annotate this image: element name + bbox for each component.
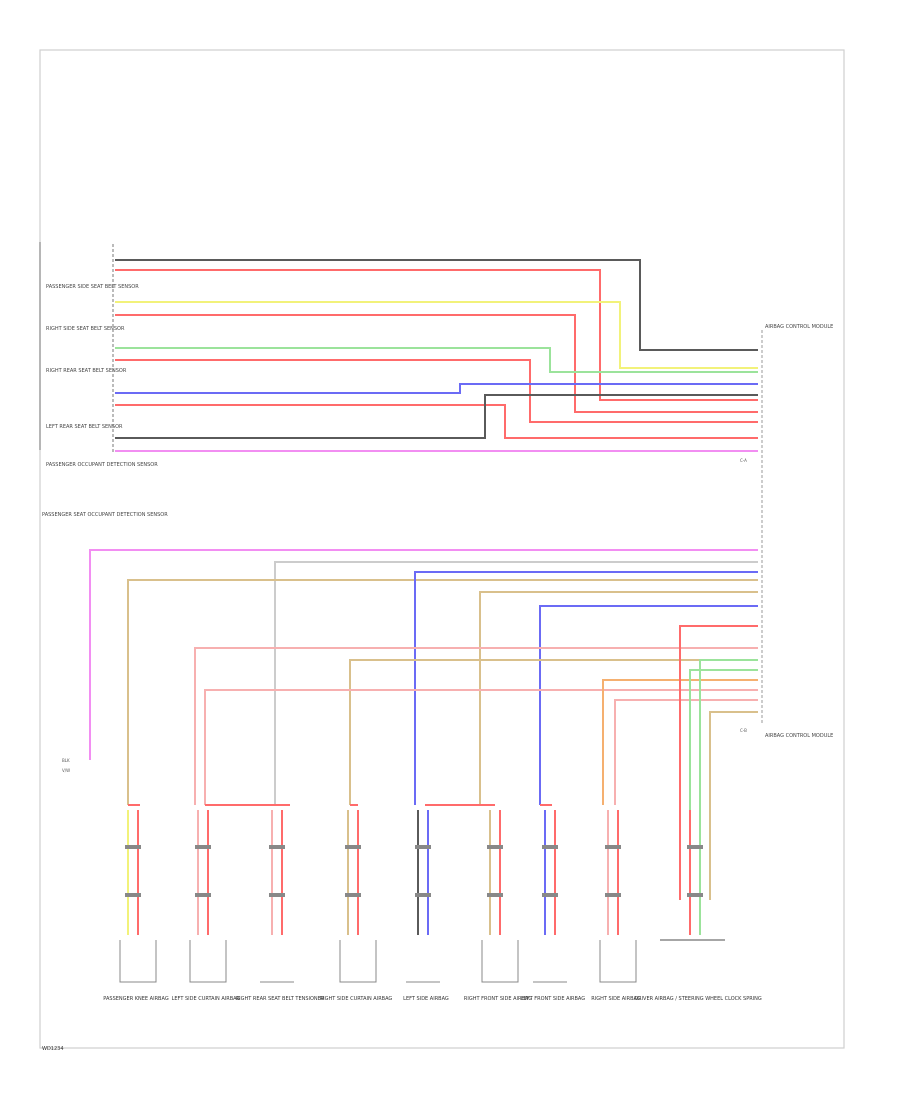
sensor-2-box — [189, 940, 227, 983]
sensor-4: RIGHT SIDE CURTAIN AIRBAG — [320, 810, 393, 1002]
sensor-7-connector — [542, 893, 558, 897]
lower-wire-10 — [614, 699, 758, 805]
diagram-frame — [39, 49, 845, 1049]
lower-wire-11 — [602, 679, 758, 805]
airbag-control-module: AIRBAG CONTROL MODULE C-A C-B AIRBAG CON… — [740, 324, 833, 739]
sensor-1-box — [119, 940, 157, 983]
sensor-5-label: LEFT SIDE AIRBAG — [403, 996, 449, 1002]
left-connector: BLK V/W — [62, 758, 70, 773]
sensor-9-label: DRIVER AIRBAG / STEERING WHEEL CLOCK SPR… — [634, 996, 762, 1002]
lower-wire-5 — [479, 591, 758, 805]
sensor-1-label: PASSENGER KNEE AIRBAG — [103, 996, 169, 1002]
top-connector-label-2: RIGHT SIDE SEAT BELT SENSOR — [46, 326, 125, 332]
top-connector-label-5: PASSENGER OCCUPANT DETECTION SENSOR — [46, 462, 158, 468]
lower-wire-8 — [349, 659, 758, 805]
sensor-7-label: LEFT FRONT SIDE AIRBAG — [521, 996, 585, 1002]
upper-wire-8 — [115, 404, 758, 439]
upper-wire-3 — [115, 301, 758, 369]
sensor-4-label: RIGHT SIDE CURTAIN AIRBAG — [320, 996, 393, 1002]
left-connector-pin-1: BLK — [62, 758, 70, 763]
top-connector-label-3: RIGHT REAR SEAT BELT SENSOR — [46, 368, 127, 374]
upper-wires — [115, 259, 758, 452]
top-connector-label-1: PASSENGER SIDE SEAT BELT SENSOR — [46, 284, 139, 290]
sensor-1-connector — [125, 845, 141, 849]
sensor-8-connector — [605, 845, 621, 849]
sensor-8: RIGHT SIDE AIRBAG — [591, 810, 641, 1002]
upper-wire-6 — [115, 359, 758, 423]
left-connector-pin-2: V/W — [62, 768, 70, 773]
lower-wire-2 — [274, 561, 758, 805]
lower-wire-6 — [539, 605, 758, 805]
sensor-1-connector — [125, 893, 141, 897]
lower-wire-14 — [699, 659, 758, 900]
lower-wire-1 — [89, 549, 758, 760]
module-label-bottom: AIRBAG CONTROL MODULE — [765, 733, 833, 739]
sensor-8-connector — [605, 893, 621, 897]
upper-wire-5 — [115, 347, 758, 373]
upper-wire-9 — [115, 394, 758, 439]
sensor-6-label: RIGHT FRONT SIDE AIRBAG — [464, 996, 532, 1002]
top-left-connector: PASSENGER SIDE SEAT BELT SENSOR RIGHT SI… — [39, 242, 168, 518]
lower-wires — [89, 549, 758, 900]
lower-wire-15 — [709, 711, 758, 900]
sensor-6-connector — [487, 893, 503, 897]
sensor-5-connector — [415, 893, 431, 897]
sensor-4-connector — [345, 893, 361, 897]
sensor-7: LEFT FRONT SIDE AIRBAG — [521, 810, 585, 1002]
sensor-7-connector — [542, 845, 558, 849]
sensor-3-connector — [269, 845, 285, 849]
lower-wire-9 — [204, 689, 758, 805]
lower-wire-12 — [679, 625, 758, 900]
top-connector-caption: PASSENGER SEAT OCCUPANT DETECTION SENSOR — [42, 512, 168, 518]
sensor-2-connector — [195, 893, 211, 897]
upper-wire-7 — [115, 383, 758, 394]
lower-wire-4 — [414, 571, 758, 805]
module-label-top: AIRBAG CONTROL MODULE — [765, 324, 833, 330]
figure-id: WD1234 — [42, 1046, 64, 1052]
sensor-4-box — [339, 940, 377, 983]
sensor-5-connector — [415, 845, 431, 849]
sensor-4-connector — [345, 845, 361, 849]
upper-wire-1 — [115, 259, 758, 351]
sensor-5: LEFT SIDE AIRBAG — [403, 810, 449, 1002]
top-connector-label-4: LEFT REAR SEAT BELT SENSOR — [46, 424, 123, 430]
lower-wire-3 — [127, 579, 758, 805]
sensor-9-connector — [687, 893, 703, 897]
sensor-1: PASSENGER KNEE AIRBAG — [103, 810, 169, 1002]
sensor-2-label: LEFT SIDE CURTAIN AIRBAG — [172, 996, 241, 1002]
sensor-6: RIGHT FRONT SIDE AIRBAG — [464, 810, 532, 1002]
sensor-2-connector — [195, 845, 211, 849]
sensor-8-label: RIGHT SIDE AIRBAG — [591, 996, 641, 1002]
sensor-6-box — [481, 940, 519, 983]
module-connector-a: C-A — [740, 458, 747, 463]
sensor-8-box — [599, 940, 637, 983]
sensor-6-connector — [487, 845, 503, 849]
lower-wire-7 — [194, 647, 758, 805]
sensor-2: LEFT SIDE CURTAIN AIRBAG — [172, 810, 241, 1002]
sensor-3-label: RIGHT REAR SEAT BELT TENSIONER — [236, 996, 325, 1002]
sensor-9-connector — [687, 845, 703, 849]
sensor-9: DRIVER AIRBAG / STEERING WHEEL CLOCK SPR… — [634, 810, 762, 1002]
sensor-3: RIGHT REAR SEAT BELT TENSIONER — [236, 810, 325, 1002]
upper-wire-2 — [115, 269, 758, 401]
module-connector-b: C-B — [740, 728, 747, 733]
sensor-3-connector — [269, 893, 285, 897]
upper-wire-4 — [115, 314, 758, 413]
